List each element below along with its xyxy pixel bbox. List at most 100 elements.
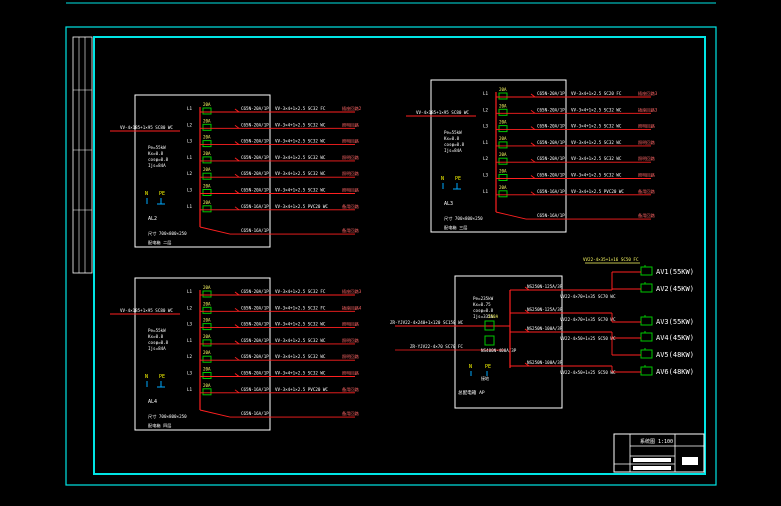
circuit-phase: L3 [187,188,193,193]
circuit-rating: 20A [203,184,211,189]
breaker-symbol [202,372,212,379]
circuit-rating: 20A [203,301,211,306]
circuit-cable: VV-3×4+1×2.5 SC32 WC [275,371,326,376]
circuit-cable: VV-3×4+1×2.5 SC32 WC [275,354,326,359]
breaker-symbol [498,190,508,198]
circuit-cable: VV-3×4+1×2.5 SC32 WC [275,122,326,127]
breaker-symbol [202,189,212,196]
feeder-cable: VV22-4×70+1×35 SC70 WC [560,294,616,299]
circuit-cable: VV-3×4+1×2.5 PVC20 WC [275,204,328,209]
circuit-cable: VV-3×4+1×2.5 SC32 WC [275,188,326,193]
panel-param: Kx=0.8 [444,136,460,141]
circuit-breaker: C65N-20A/1P [537,107,565,112]
circuit-breaker: C65N-20A/1P [241,171,269,176]
circuit-phase: L1 [483,140,489,145]
circuit-rating: 20A [203,102,211,107]
switch-blade [234,324,240,328]
circuit-cable: VV-3×4+1×2.5 PVC20 WC [571,189,624,194]
panel-param: Ijs=84A [444,148,462,153]
feeder-cable: VV22-4×50+1×25 SC50 WC [560,336,616,341]
panel-param: cosφ=0.8 [148,340,169,345]
circuit-breaker: C65N-20A/1P [241,139,269,144]
circuit-rating: 20A [203,118,211,123]
target-label: AV1(55KW) [656,268,694,276]
breaker-symbol [498,108,508,116]
circuit-breaker: C65N-16A/1P [241,387,269,392]
panel-param: Ijs=84A [148,163,166,168]
circuit-rating: 20A [499,103,507,108]
spare-drop [495,211,527,220]
switch-blade [234,340,240,345]
panel-desc: 配电箱 二层 [148,239,171,246]
incoming-cable-label: VV-4×185+1×95 SC80 WC [416,110,469,115]
pe-label: PE [159,374,165,380]
circuit-cable: VV-3×4+1×2.5 SC32 WC [571,173,622,178]
incoming-cable-label: VV-4×185+1×95 SC80 WC [120,308,173,313]
switch-blade [530,191,536,196]
circuit-rating: 20A [203,318,211,323]
switch-blade [234,356,240,361]
circuit-load: 照明回路 [638,172,656,179]
switch-blade [234,173,240,178]
spare-load: 备用回路 [638,212,656,219]
circuit-rating: 20A [203,151,211,156]
main-param: Kx=0.75 [473,302,491,307]
main-n-label: N [469,364,472,370]
switch-blade [234,157,240,162]
switch-blade [234,307,240,312]
circuit-rating: 20A [499,87,507,92]
switch-blade [530,109,536,114]
circuit-breaker: C65N-20A/1P [537,124,565,129]
panel-desc: 配电箱 三层 [444,224,467,231]
target-box [640,283,653,293]
panel-size: 尺寸 700×800×250 [444,215,483,222]
title-block-text: 系统图 1:100 [640,438,673,445]
panel-param: Pe=55kW [148,145,166,150]
switch-blade [234,389,240,394]
circuit-rating: 20A [203,334,211,339]
switch-blade [234,141,240,145]
circuit-breaker: C65N-20A/1P [241,188,269,193]
switch-blade [234,108,240,113]
incoming-cable-label: VV-4×185+1×95 SC80 WC [120,125,173,130]
circuit-phase: L3 [187,371,193,376]
circuit-cable: VV-3×4+1×2.5 SC32 WC [275,171,326,176]
panel-al3: VV-4×185+1×95 SC80 WCPe=55kWKx=0.8cosφ=0… [406,79,658,233]
main-panel-ap: ZR-YJV22-4×240+1×120 SC150 WCZR-YJV22-4×… [390,257,694,409]
circuit-load: 照明回路 [342,337,360,344]
main-incoming-cable-2: ZR-YJV22-4×70 SC70 FC [410,344,463,349]
circuit-rating: 20A [499,185,507,190]
circuit-phase: L1 [187,289,193,294]
outer-frame [65,26,717,486]
panel-size: 尺寸 700×800×250 [148,413,187,420]
switch-blade [234,206,240,211]
target-label: AV6(48KW) [656,368,694,376]
breaker-symbol [498,141,508,149]
circuit-load: 照明回路 [342,170,360,177]
target-label: AV3(55KW) [656,318,694,326]
switch-blade [234,190,240,194]
circuit-breaker: C65N-20A/1P [241,289,269,294]
panel-name: AL4 [148,399,157,405]
switch-blade [234,124,240,129]
breaker-symbol [202,388,212,396]
circuit-load: 插座回路4 [342,304,362,311]
circuit-phase: L3 [187,322,193,327]
circuit-phase: L1 [187,387,193,392]
circuit-cable: VV-3×4+1×2.5 SC32 WC [571,124,622,129]
switch-blade [530,93,536,98]
circuit-load: 照明回路 [638,155,656,162]
feeder-breaker: NS250N-125A/3P [527,307,563,312]
main-pe-label: PE [485,364,491,370]
circuit-cable: VV-3×4+1×2.5 SC32 FC [275,305,326,310]
target-box [640,316,653,326]
breaker-symbol [498,92,508,100]
circuit-phase: L2 [187,122,193,127]
circuit-load: 备用回路 [342,386,360,393]
panel-al4: VV-4×185+1×95 SC80 WCPe=55kWKx=0.8cosφ=0… [110,277,362,431]
circuit-cable: VV-3×4+1×2.5 SC32 WC [275,139,326,144]
main-earthing: 接地 [481,375,489,381]
circuit-phase: L3 [483,124,489,129]
